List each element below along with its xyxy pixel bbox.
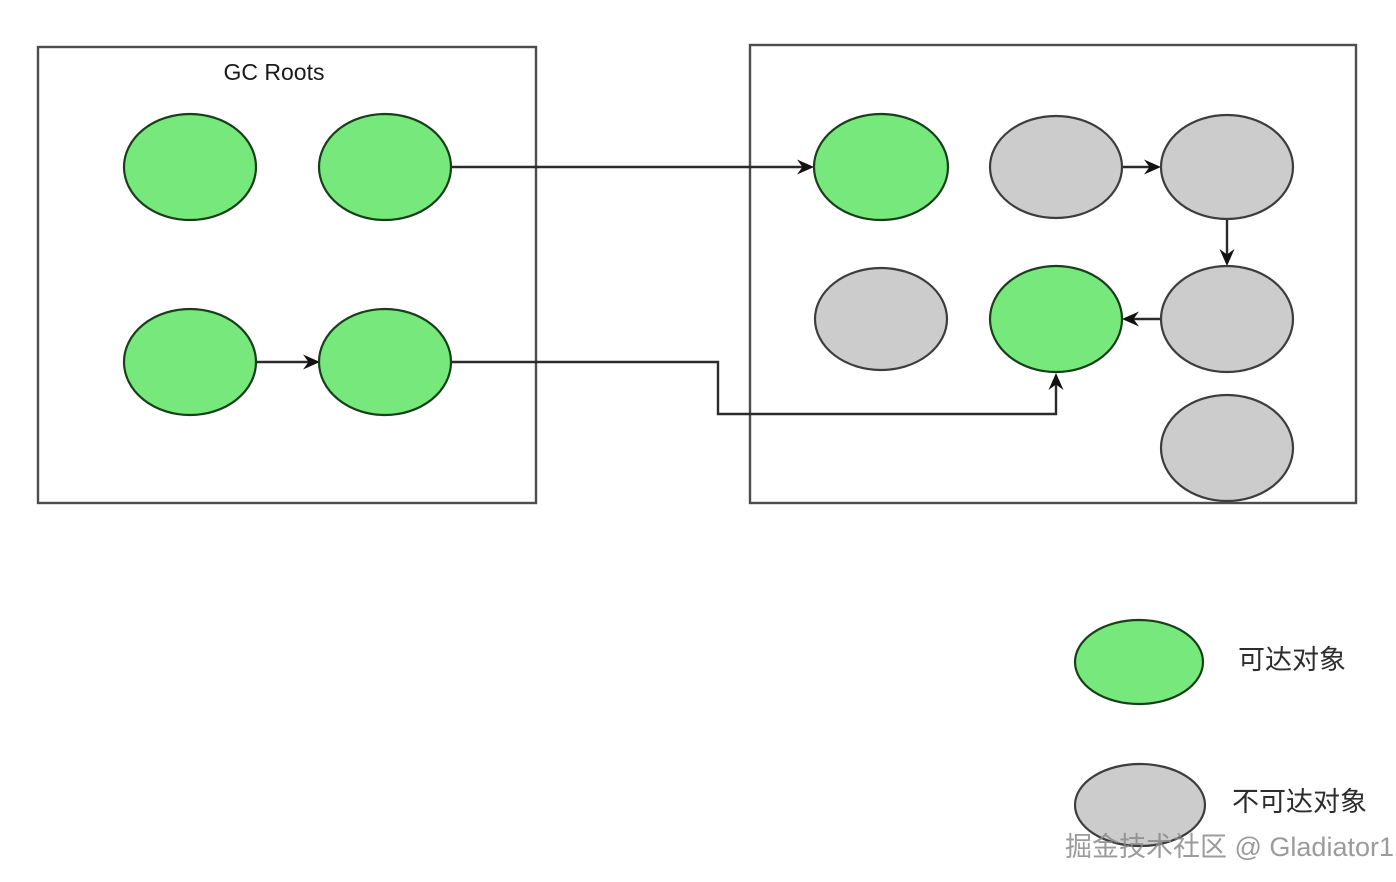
region-title-group: GC Roots (224, 59, 325, 85)
watermark-text: 掘金技术社区 @ Gladiator1 (1065, 832, 1394, 862)
legend-reachable-swatch (1073, 618, 1205, 706)
edge-heap6-to-heap5-arrow-icon (1122, 311, 1139, 327)
edge-root4-to-heap5 (452, 360, 1064, 416)
object-node-root-1[interactable] (122, 112, 258, 222)
edge-heap2-to-heap3 (1122, 159, 1161, 175)
node-group (122, 112, 1295, 503)
legend-unreachable-swatch (1073, 762, 1207, 848)
object-node-root-3[interactable] (122, 307, 258, 417)
object-node-heap-7[interactable] (1159, 393, 1295, 503)
object-node-heap-2[interactable] (988, 114, 1124, 220)
edge-root4-to-heap5-line (452, 360, 1058, 416)
edge-root3-to-root4-arrow-icon (303, 354, 320, 370)
legend-reachable-label: 可达对象 (1238, 645, 1346, 675)
edge-heap6-to-heap5 (1122, 311, 1161, 327)
object-node-heap-1[interactable] (812, 112, 950, 222)
object-node-heap-4[interactable] (813, 266, 949, 372)
gc-roots-region-box[interactable] (36, 45, 538, 505)
object-node-heap-3[interactable] (1159, 113, 1295, 221)
edge-heap2-to-heap3-arrow-icon (1144, 159, 1161, 175)
gc-roots-title: GC Roots (224, 59, 325, 85)
object-node-root-2[interactable] (317, 112, 453, 222)
edge-root3-to-root4 (257, 354, 320, 370)
edge-root2-to-heap1 (452, 159, 814, 175)
object-node-heap-5[interactable] (988, 264, 1124, 374)
edge-heap3-to-heap6 (1219, 220, 1235, 266)
object-node-heap-6[interactable] (1159, 264, 1295, 374)
edge-root4-to-heap5-arrow-icon (1048, 373, 1064, 390)
object-node-root-4[interactable] (317, 307, 453, 417)
edge-group (257, 159, 1235, 416)
region-group (36, 43, 1358, 505)
legend-reachable: 可达对象 (1073, 618, 1346, 706)
legend-unreachable: 不可达对象 (1073, 762, 1367, 848)
legend-unreachable-label: 不可达对象 (1232, 787, 1367, 817)
edge-root2-to-heap1-arrow-icon (797, 159, 814, 175)
edge-heap3-to-heap6-arrow-icon (1219, 249, 1235, 266)
